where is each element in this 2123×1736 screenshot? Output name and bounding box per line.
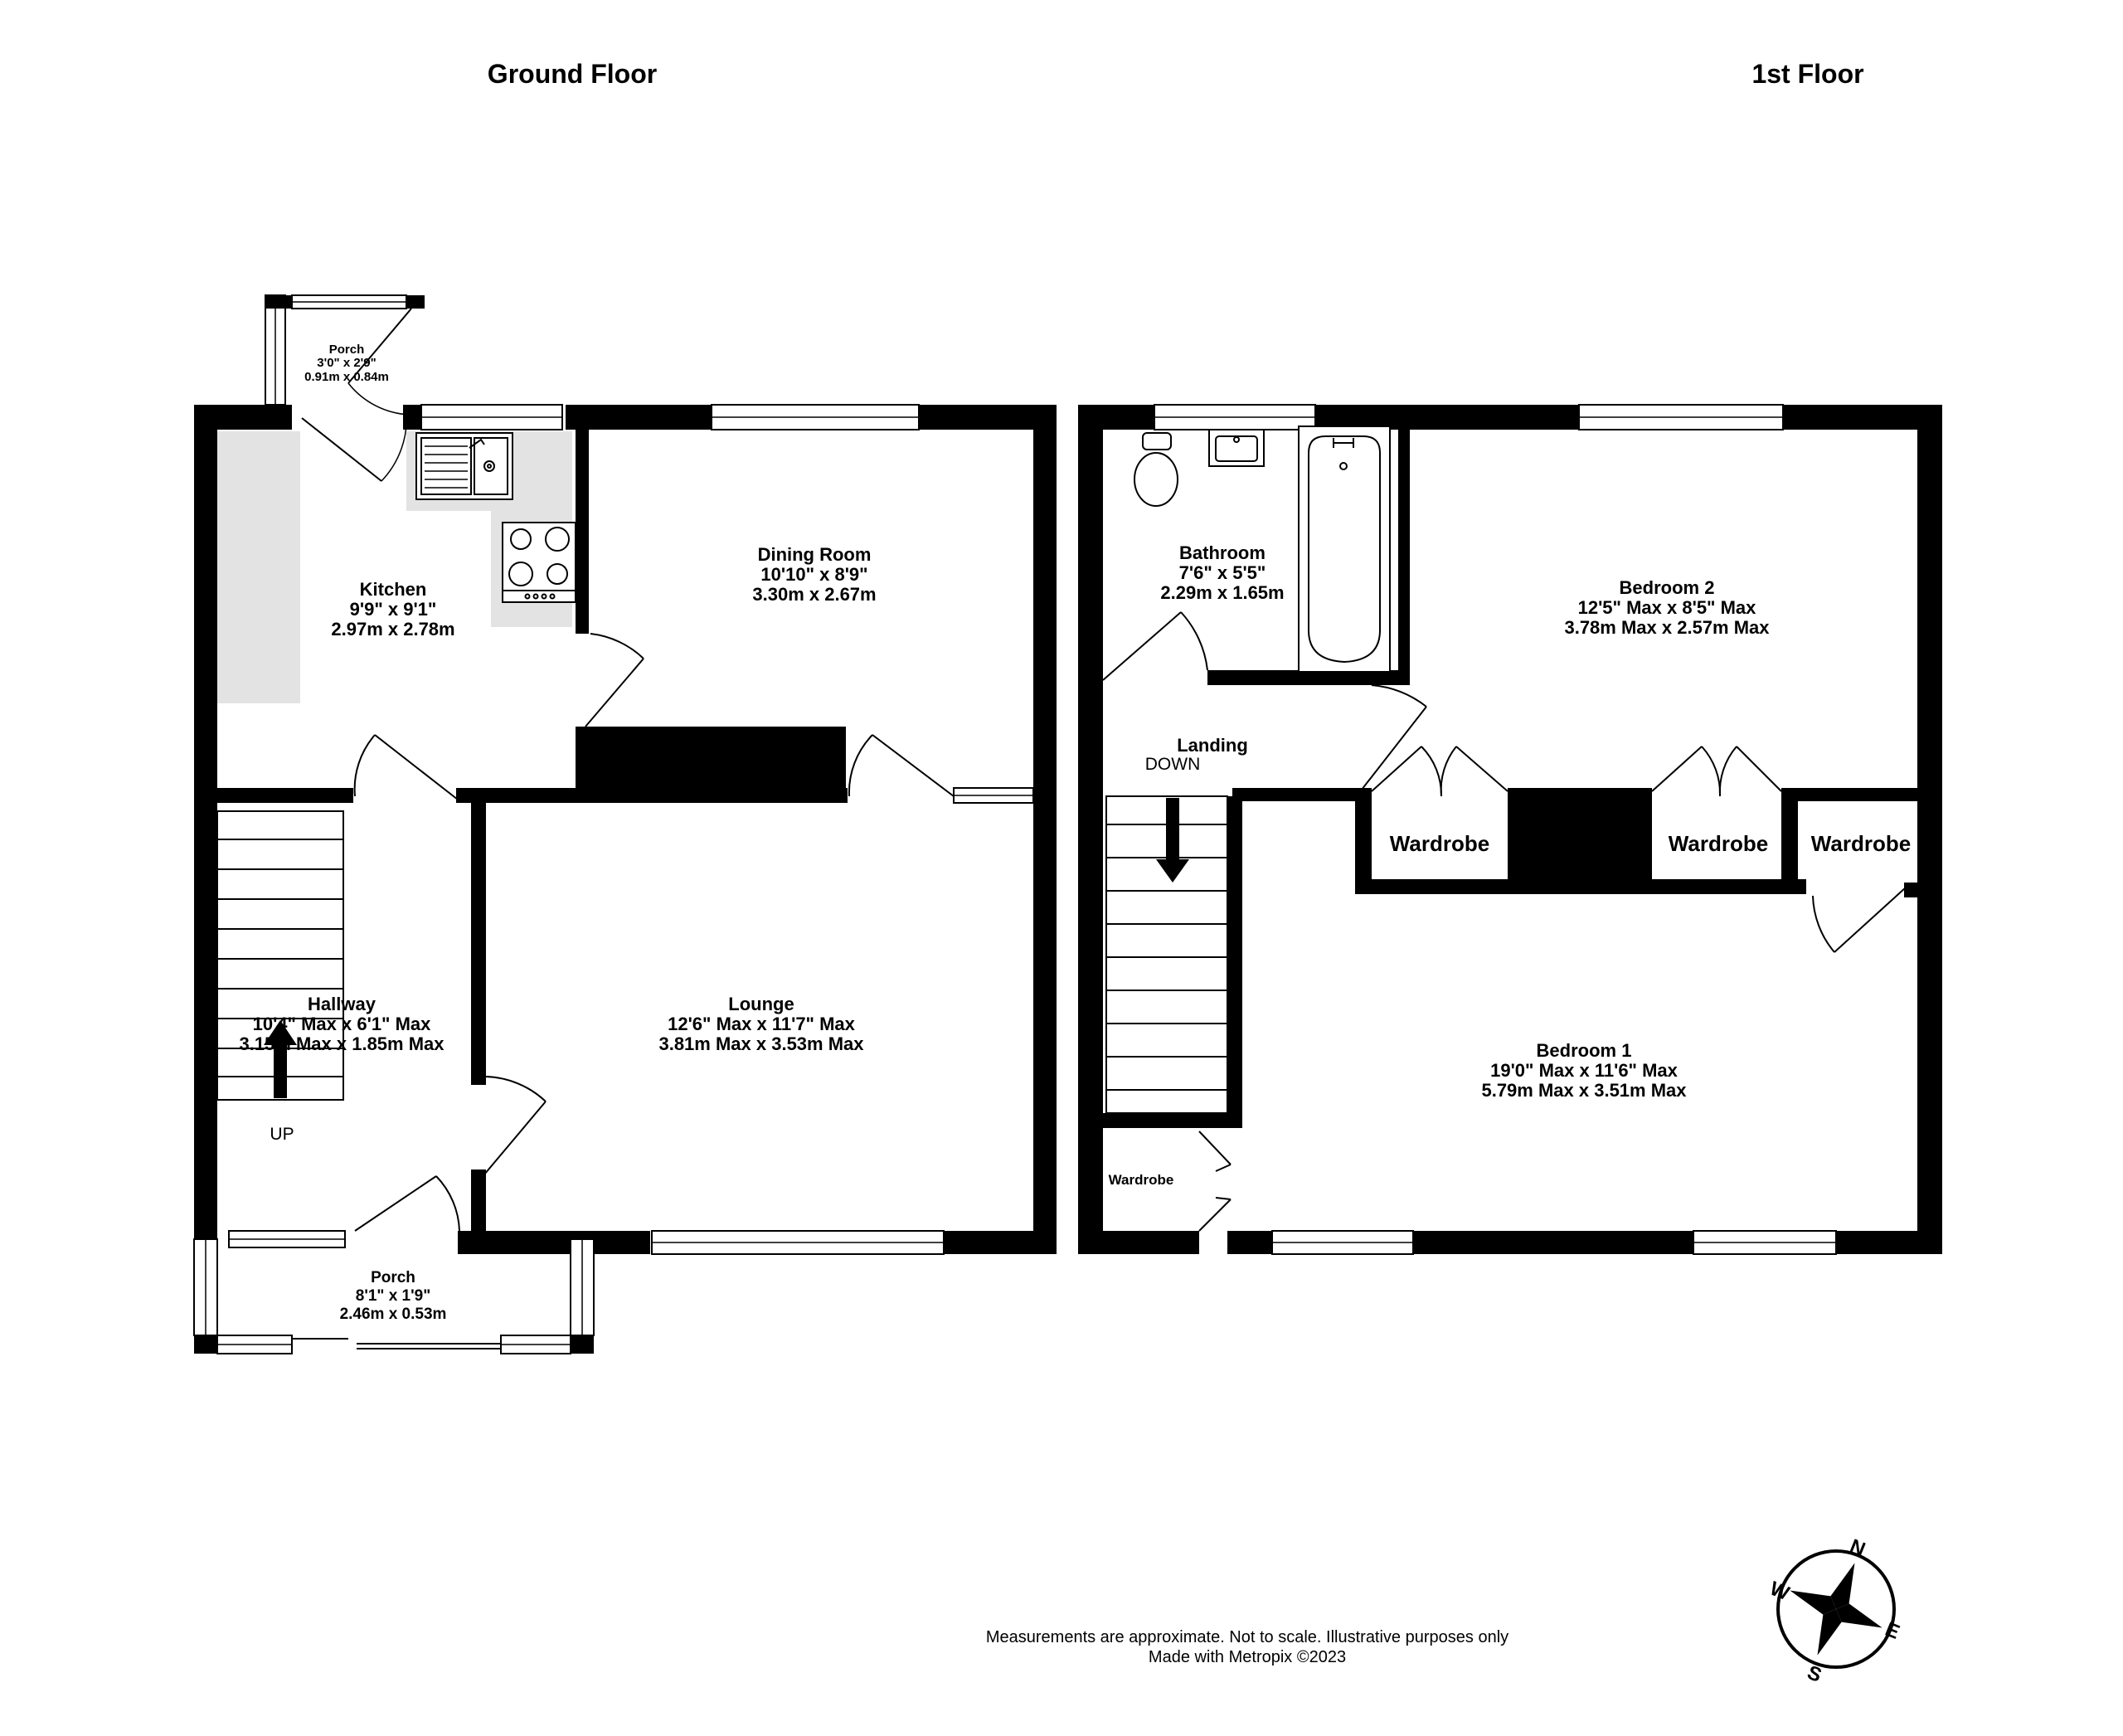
up-arrow xyxy=(264,1020,297,1098)
room-name: Dining Room xyxy=(758,544,872,565)
room-hallway: Hallway 10'4" Max x 6'1" Max 3.15m Max x… xyxy=(239,994,445,1054)
room-dim-imperial: 7'6" x 5'5" xyxy=(1179,562,1266,583)
room-dim-imperial: 9'9" x 9'1" xyxy=(350,599,437,620)
back-porch xyxy=(265,294,425,482)
first-walls xyxy=(1078,405,1942,1254)
ground-floor-plan: UP Porch 3'0" x 2'9" 0.91m x 0.84m Kitch… xyxy=(193,294,1057,1354)
room-name: Porch xyxy=(371,1269,415,1286)
room-porch-back: Porch 3'0" x 2'9" 0.91m x 0.84m xyxy=(304,343,389,384)
kitchen-sink xyxy=(415,432,513,500)
room-lounge: Lounge 12'6" Max x 11'7" Max 3.81m Max x… xyxy=(658,994,864,1054)
room-dim-metric: 3.15m Max x 1.85m Max xyxy=(239,1033,445,1054)
room-name: Hallway xyxy=(308,994,377,1014)
compass-w: W xyxy=(1766,1578,1792,1606)
room-bathroom: Bathroom 7'6" x 5'5" 2.29m x 1.65m xyxy=(1160,542,1284,603)
wardrobe-label: Wardrobe xyxy=(1109,1172,1174,1188)
first-floor-plan: DOWN Bathroom 7'6" x 5'5" 2.29m x 1.65m … xyxy=(1078,404,1942,1255)
room-porch-front: Porch 8'1" x 1'9" 2.46m x 0.53m xyxy=(340,1269,447,1323)
room-dim-imperial: 10'10" x 8'9" xyxy=(760,564,867,585)
room-dim-metric: 3.78m Max x 2.57m Max xyxy=(1564,617,1770,638)
compass-e: E xyxy=(1882,1618,1902,1644)
sliding-door xyxy=(292,1338,501,1349)
up-label: UP xyxy=(270,1125,294,1144)
room-dim-metric: 0.91m x 0.84m xyxy=(304,370,389,384)
compass-icon: N E S W xyxy=(1766,1535,1902,1687)
window-lines xyxy=(205,416,1033,1345)
wardrobe-label: Wardrobe xyxy=(1669,831,1768,856)
room-dim-metric: 5.79m Max x 3.51m Max xyxy=(1481,1080,1687,1101)
compass-s: S xyxy=(1804,1661,1824,1687)
first-doors xyxy=(1102,611,1907,1232)
ground-doors xyxy=(353,633,955,1232)
room-dim-metric: 3.81m Max x 3.53m Max xyxy=(658,1033,864,1054)
room-name: Bathroom xyxy=(1179,542,1266,563)
room-name: Kitchen xyxy=(360,579,427,600)
room-dim-imperial: 10'4" Max x 6'1" Max xyxy=(253,1014,432,1034)
bathtub xyxy=(1298,425,1391,673)
first-floor-title: 1st Floor xyxy=(1751,59,1863,89)
down-label: DOWN xyxy=(1145,755,1201,774)
room-bedroom-2: Bedroom 2 12'5" Max x 8'5" Max 3.78m Max… xyxy=(1564,577,1770,638)
window-lines xyxy=(1154,416,1836,1243)
room-dim-imperial: 12'5" Max x 8'5" Max xyxy=(1578,597,1757,618)
room-dim-imperial: 8'1" x 1'9" xyxy=(356,1287,430,1305)
footer-disclaimer: Measurements are approximate. Not to sca… xyxy=(986,1628,1508,1646)
ground-walls xyxy=(194,405,1057,1354)
kitchen-counter xyxy=(217,431,300,703)
kitchen-hob xyxy=(502,522,576,603)
footer-credit: Made with Metropix ©2023 xyxy=(1149,1648,1346,1666)
room-kitchen: Kitchen 9'9" x 9'1" 2.97m x 2.78m xyxy=(331,579,454,639)
room-name: Porch xyxy=(329,343,365,357)
room-dim-imperial: 19'0" Max x 11'6" Max xyxy=(1490,1060,1678,1081)
room-name: Bedroom 1 xyxy=(1537,1040,1632,1061)
room-dim-imperial: 12'6" Max x 11'7" Max xyxy=(668,1014,856,1034)
ground-floor-title: Ground Floor xyxy=(488,59,657,89)
wardrobe-label: Wardrobe xyxy=(1811,831,1911,856)
room-landing: Landing xyxy=(1177,735,1248,756)
down-arrow xyxy=(1156,798,1189,883)
room-dim-metric: 2.97m x 2.78m xyxy=(331,619,454,639)
basin xyxy=(1208,429,1265,467)
room-dim-metric: 3.30m x 2.67m xyxy=(752,584,876,605)
toilet xyxy=(1134,432,1178,507)
first-windows xyxy=(1154,404,1837,1255)
room-dim-metric: 2.29m x 1.65m xyxy=(1160,582,1284,603)
room-name: Bedroom 2 xyxy=(1620,577,1715,598)
room-name: Lounge xyxy=(728,994,794,1014)
room-bedroom-1: Bedroom 1 19'0" Max x 11'6" Max 5.79m Ma… xyxy=(1481,1040,1687,1101)
wardrobe-label: Wardrobe xyxy=(1390,831,1489,856)
room-dim-imperial: 3'0" x 2'9" xyxy=(317,356,376,370)
room-dim-metric: 2.46m x 0.53m xyxy=(340,1306,447,1323)
room-dining: Dining Room 10'10" x 8'9" 3.30m x 2.67m xyxy=(752,544,876,605)
